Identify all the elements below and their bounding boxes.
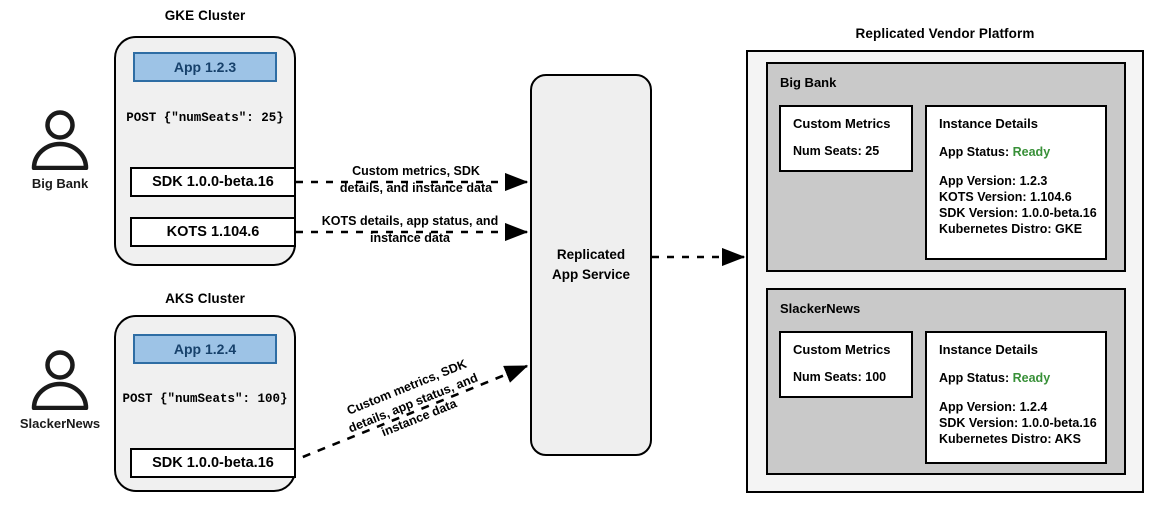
instance-detail-line: SDK Version: 1.0.0-beta.16 xyxy=(939,206,1097,220)
edge-label-custom-metrics-sdk: Custom metrics, SDK details, and instanc… xyxy=(326,163,506,196)
service-label-line-2: App Service xyxy=(551,267,631,282)
custom-metrics-card-big-bank: Custom Metrics Num Seats: 25 xyxy=(779,105,913,172)
instance-detail-line: SDK Version: 1.0.0-beta.16 xyxy=(939,416,1097,430)
aks-cluster-title: AKS Cluster xyxy=(165,291,245,306)
custom-metrics-card-slackernews: Custom Metrics Num Seats: 100 xyxy=(779,331,913,398)
actor-big-bank-label: Big Bank xyxy=(31,176,89,191)
edge-label-line-2: details, and instance data xyxy=(339,180,493,195)
edge-label-line-2: instance data xyxy=(370,230,450,245)
gke-kots-box[interactable]: KOTS 1.104.6 xyxy=(130,217,296,247)
gke-app-box[interactable]: App 1.2.3 xyxy=(133,52,277,82)
status-badge: Ready xyxy=(1012,371,1051,385)
instance-detail-line: App Version: 1.2.3 xyxy=(939,174,1048,188)
app-status-row: App Status: Ready xyxy=(939,371,1105,385)
person-icon xyxy=(31,110,89,170)
instance-detail-line: KOTS Version: 1.104.6 xyxy=(939,190,1072,204)
edge-label-kots-details: KOTS details, app status, and instance d… xyxy=(312,213,508,246)
custom-metrics-title: Custom Metrics xyxy=(793,342,891,357)
custom-metrics-line: Num Seats: 25 xyxy=(793,144,880,158)
aks-app-box[interactable]: App 1.2.4 xyxy=(133,334,277,364)
person-icon xyxy=(31,350,89,410)
edge-label-line-1: Custom metrics, SDK xyxy=(352,164,480,178)
gke-post-label: POST {"numSeats": 25} xyxy=(126,111,284,125)
instance-detail-line: Kubernetes Distro: GKE xyxy=(939,222,1083,236)
status-badge: Ready xyxy=(1012,145,1051,159)
replicated-app-service-box[interactable]: Replicated App Service xyxy=(530,74,652,456)
actor-slackernews-label: SlackerNews xyxy=(19,416,101,431)
instance-details-title: Instance Details xyxy=(939,342,1038,357)
instance-details-card-slackernews: Instance Details App Status: Ready App V… xyxy=(925,331,1107,464)
custom-metrics-line: Num Seats: 100 xyxy=(793,370,887,384)
tenant-name-slackernews: SlackerNews xyxy=(780,301,861,316)
instance-details-title: Instance Details xyxy=(939,116,1038,131)
service-label: Replicated App Service xyxy=(552,245,630,284)
tenant-name-big-bank: Big Bank xyxy=(780,75,837,90)
app-status-label: App Status: xyxy=(939,371,1010,385)
app-status-row: App Status: Ready xyxy=(939,145,1105,159)
edge-label-line-1: KOTS details, app status, and xyxy=(321,214,499,228)
custom-metrics-title: Custom Metrics xyxy=(793,116,891,131)
platform-title: Replicated Vendor Platform xyxy=(855,26,1035,41)
instance-details-card-big-bank: Instance Details App Status: Ready App V… xyxy=(925,105,1107,260)
instance-detail-line: App Version: 1.2.4 xyxy=(939,400,1048,414)
gke-cluster-title: GKE Cluster xyxy=(164,8,246,23)
actor-slackernews xyxy=(20,348,100,428)
aks-post-label: POST {"numSeats": 100} xyxy=(122,392,288,406)
instance-detail-line: Kubernetes Distro: AKS xyxy=(939,432,1081,446)
app-status-label: App Status: xyxy=(939,145,1010,159)
edge-label-aks-telemetry: Custom metrics, SDK details, app status,… xyxy=(316,344,511,461)
gke-sdk-box[interactable]: SDK 1.0.0-beta.16 xyxy=(130,167,296,197)
aks-sdk-box[interactable]: SDK 1.0.0-beta.16 xyxy=(130,448,296,478)
service-label-line-1: Replicated xyxy=(556,247,626,263)
actor-big-bank xyxy=(20,108,100,188)
